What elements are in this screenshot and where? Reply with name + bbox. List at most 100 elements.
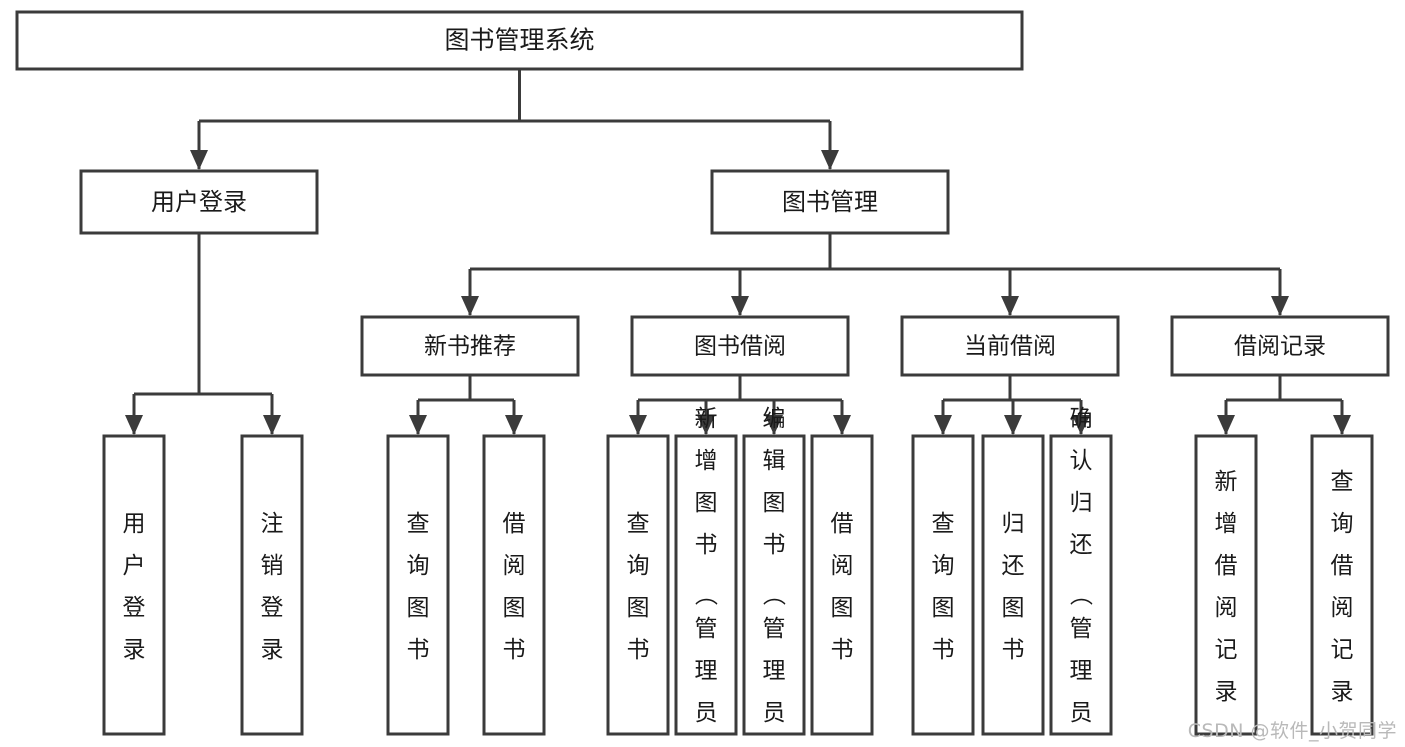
leaf-label-char: 书 (1002, 637, 1025, 663)
node-box-user-login[interactable] (79, 169, 319, 235)
leaf-label-char: 新 (1215, 469, 1238, 495)
leaf-box-confirm-return-admin[interactable] (1049, 434, 1113, 736)
arrow-head-icon (263, 415, 281, 435)
leaf-label-char: 查 (627, 511, 650, 537)
node-box-current-borrow[interactable] (900, 315, 1120, 377)
leaf-label-char: 归 (1070, 490, 1093, 516)
connector-lines-group (125, 69, 1351, 435)
leaf-label-char: 查 (1331, 469, 1354, 495)
arrow-head-icon (821, 150, 839, 170)
arrow-head-icon (629, 415, 647, 435)
arrow-head-icon (409, 415, 427, 435)
arrow-head-icon (1072, 415, 1090, 435)
arrow-head-icon (697, 415, 715, 435)
node-box-book-borrow[interactable] (630, 315, 850, 377)
node-book-management[interactable]: 图书管理 (710, 169, 950, 235)
node-box-borrow-records[interactable] (1170, 315, 1390, 377)
leaf-box-query-book-2[interactable] (606, 434, 670, 736)
leaf-label-char: 注 (261, 511, 284, 537)
leaf-box-query-book-3[interactable] (911, 434, 975, 736)
leaf-label-char: 理 (763, 658, 786, 684)
arrow-head-icon (505, 415, 523, 435)
leaf-label-char: 户 (123, 553, 146, 579)
node-current-borrow[interactable]: 当前借阅 (900, 315, 1120, 377)
leaf-label-char: 用 (123, 511, 146, 537)
leaf-label-char: 书 (407, 637, 430, 663)
leaf-label-char: 书 (695, 532, 718, 558)
arrow-head-icon (1217, 415, 1235, 435)
leaf-label-char: 员 (763, 700, 786, 726)
node-label-root: 图书管理系统 (444, 26, 594, 55)
leaf-box-user-login-do[interactable] (102, 434, 166, 736)
leaf-label-char: 登 (261, 595, 284, 621)
leaf-box-edit-book-admin[interactable] (742, 434, 806, 736)
leaf-label-char: 归 (1002, 511, 1025, 537)
leaf-box-return-book[interactable] (981, 434, 1045, 736)
leaf-box-query-borrow-record[interactable] (1310, 434, 1374, 736)
leaf-label-char: 图 (695, 490, 718, 516)
node-new-book-recommend[interactable]: 新书推荐 (360, 315, 580, 377)
leaf-label-char: 图 (932, 595, 955, 621)
leaf-label-char: 图 (831, 595, 854, 621)
arrow-head-icon (190, 150, 208, 170)
leaf-label-char: 管 (695, 616, 718, 642)
arrow-head-icon (1004, 415, 1022, 435)
arrow-head-icon (731, 296, 749, 316)
leaf-label-char: 认 (1070, 448, 1093, 474)
node-root[interactable]: 图书管理系统 (15, 10, 1024, 71)
leaf-label-char: 借 (1331, 553, 1354, 579)
node-user-login[interactable]: 用户登录 (79, 169, 319, 235)
leaf-label-char: 记 (1331, 637, 1354, 663)
arrow-head-icon (1271, 296, 1289, 316)
node-borrow-records[interactable]: 借阅记录 (1170, 315, 1390, 377)
leaf-box-borrow-book-1[interactable] (482, 434, 546, 736)
leaf-label-char: 借 (831, 511, 854, 537)
leaf-box-query-book-1[interactable] (386, 434, 450, 736)
node-box-new-book-recommend[interactable] (360, 315, 580, 377)
leaf-label-char: 图 (1002, 595, 1025, 621)
node-label-book-borrow: 图书借阅 (694, 334, 786, 360)
leaf-label-char: 图 (627, 595, 650, 621)
leaf-label-char: （ (1067, 583, 1093, 606)
leaf-label-char: 阅 (503, 553, 526, 579)
leaf-label-char: 询 (1331, 511, 1354, 537)
leaf-label-char: 借 (1215, 553, 1238, 579)
leaf-label-char: 员 (1070, 700, 1093, 726)
node-box-book-management[interactable] (710, 169, 950, 235)
leaf-label-char: 书 (627, 637, 650, 663)
leaf-box-add-book-admin[interactable] (674, 434, 738, 736)
leaf-label-char: 询 (407, 553, 430, 579)
node-book-borrow[interactable]: 图书借阅 (630, 315, 850, 377)
leaf-label-char: 录 (1215, 679, 1238, 705)
leaf-label-char: （ (760, 583, 786, 606)
leaf-label-char: 书 (932, 637, 955, 663)
leaf-label-char: 阅 (831, 553, 854, 579)
leaf-box-borrow-book-2[interactable] (810, 434, 874, 736)
leaf-label-char: （ (692, 583, 718, 606)
leaf-box-add-borrow-record[interactable] (1194, 434, 1258, 736)
leaf-user-login-do[interactable]: 用户登录 (102, 434, 166, 736)
leaf-label-char: 新 (695, 406, 718, 432)
leaf-label-char: 书 (831, 637, 854, 663)
node-label-current-borrow: 当前借阅 (964, 334, 1056, 360)
leaf-label-char: 还 (1002, 553, 1025, 579)
leaf-label-char: 录 (123, 637, 146, 663)
leaf-box-user-logout[interactable] (240, 434, 304, 736)
arrow-head-icon (765, 415, 783, 435)
node-box-root[interactable] (15, 10, 1024, 71)
leaf-label-char: 增 (1215, 511, 1238, 537)
